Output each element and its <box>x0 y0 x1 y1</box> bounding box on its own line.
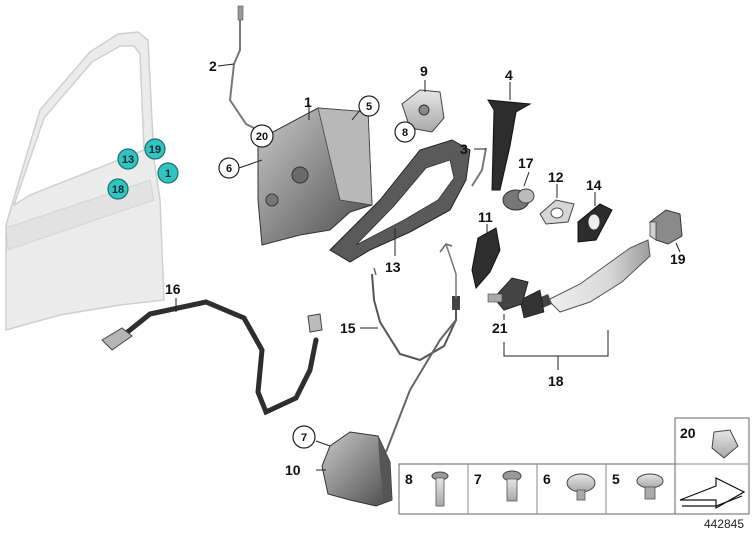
label-16: 16 <box>165 281 181 297</box>
label-2: 2 <box>209 58 217 74</box>
part-10-actuator <box>315 319 457 507</box>
svg-text:18: 18 <box>112 184 124 196</box>
part-11-bracket <box>471 224 501 290</box>
label-12: 12 <box>548 169 564 185</box>
part-13-handle-carrier <box>329 139 471 276</box>
reference-number: 442845 <box>704 517 744 531</box>
label-19: 19 <box>670 251 686 267</box>
label-9: 9 <box>420 63 428 79</box>
clip-20-icon <box>711 429 739 459</box>
label-8-circle: 8 <box>394 121 416 143</box>
svg-text:5: 5 <box>366 101 372 113</box>
label-10: 10 <box>285 462 301 478</box>
screw-8-icon <box>431 471 449 507</box>
door-marker-18: 18 <box>107 178 129 200</box>
label-17: 17 <box>518 155 534 171</box>
legend-label-5: 5 <box>612 471 620 487</box>
part-17-lock-cylinder <box>502 171 535 211</box>
part-14-seal <box>577 192 613 243</box>
label-3: 3 <box>460 141 468 157</box>
bracket-18 <box>503 330 609 370</box>
label-20: 20 <box>250 124 274 148</box>
door-illustration <box>5 31 165 331</box>
part-3-rod <box>471 147 487 187</box>
label-14: 14 <box>586 177 602 193</box>
label-18: 18 <box>548 373 564 389</box>
door-marker-1: 1 <box>157 162 179 184</box>
door-marker-19: 19 <box>144 138 166 160</box>
legend-label-7: 7 <box>474 471 482 487</box>
part-16-cable <box>101 298 323 416</box>
part-12-gasket <box>539 184 575 225</box>
legend-label-6: 6 <box>543 471 551 487</box>
label-21: 21 <box>492 320 508 336</box>
fastener-legend: 8 7 6 5 <box>398 463 676 515</box>
label-15: 15 <box>340 320 356 336</box>
svg-text:6: 6 <box>226 163 232 175</box>
label-5: 5 <box>358 95 380 117</box>
part-21-sensor <box>487 277 529 320</box>
label-11: 11 <box>478 209 493 225</box>
label-4: 4 <box>505 67 513 83</box>
part-15-bowden-cable <box>360 243 460 362</box>
label-6: 6 <box>218 157 263 179</box>
label-1: 1 <box>304 94 312 110</box>
screw-7-icon <box>502 470 522 502</box>
part-18-outer-handle <box>519 239 651 319</box>
svg-text:7: 7 <box>301 432 307 444</box>
door-marker-13: 13 <box>117 148 139 170</box>
svg-text:19: 19 <box>149 144 161 156</box>
part-1-door-lock <box>257 104 373 246</box>
screw-5-icon <box>636 473 664 500</box>
legend-label-20: 20 <box>680 425 696 441</box>
part-4-cover <box>487 82 532 191</box>
svg-text:20: 20 <box>256 131 268 143</box>
part-19-end-cap <box>649 209 683 253</box>
arrow-icon <box>679 477 746 510</box>
label-7-circle: 7 <box>292 425 316 449</box>
legend-20-clip: 20 <box>674 417 750 515</box>
screw-6-icon <box>566 473 596 501</box>
svg-text:8: 8 <box>402 127 408 139</box>
legend-label-8: 8 <box>405 471 413 487</box>
svg-text:1: 1 <box>165 168 171 180</box>
svg-text:13: 13 <box>122 154 134 166</box>
part-2-rod <box>217 5 259 131</box>
label-13: 13 <box>385 259 401 275</box>
